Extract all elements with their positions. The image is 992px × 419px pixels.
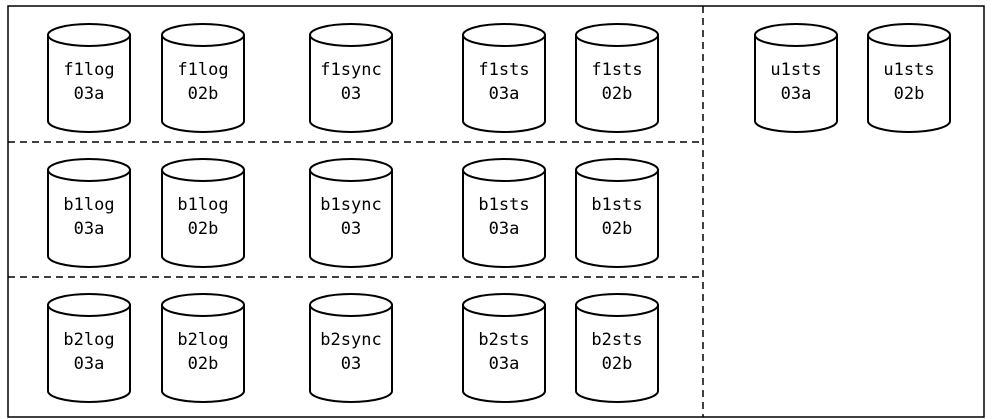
volume-suffix: 03a: [74, 84, 105, 104]
cylinder-top: [309, 158, 393, 182]
volume-suffix: 02b: [602, 354, 633, 374]
volume-cylinder-b2-3: b2sts 03a: [462, 293, 546, 403]
volume-cylinder-b1-4: b1sts 02b: [575, 158, 659, 268]
cylinder-top: [462, 158, 546, 182]
cylinder-body: [575, 304, 659, 403]
volume-cylinder-b2-4: b2sts 02b: [575, 293, 659, 403]
cylinder-body: [161, 169, 245, 268]
volume-suffix: 03a: [489, 84, 520, 104]
volume-name: b2log: [177, 330, 228, 350]
volume-name: b1log: [177, 195, 228, 215]
volume-name: u1sts: [883, 60, 934, 80]
cylinder-body: [47, 34, 131, 133]
volume-suffix: 02b: [602, 219, 633, 239]
volume-suffix: 02b: [894, 84, 925, 104]
volume-name: b2sts: [591, 330, 642, 350]
volume-cylinder-b2-2: b2sync 03: [309, 293, 393, 403]
cylinder-body: [47, 169, 131, 268]
cylinder-top: [575, 158, 659, 182]
cylinder-top: [575, 23, 659, 47]
volume-cylinder-b1-1: b1log 02b: [161, 158, 245, 268]
volume-name: b1sts: [478, 195, 529, 215]
volume-name: f1sync: [320, 60, 381, 80]
cylinder-top: [462, 293, 546, 317]
cylinder-body: [47, 304, 131, 403]
volume-name: f1sts: [591, 60, 642, 80]
cylinder-top: [161, 23, 245, 47]
volume-name: b1log: [63, 195, 114, 215]
volume-suffix: 03a: [489, 354, 520, 374]
diagram-frame: [7, 5, 985, 418]
cylinder-body: [462, 34, 546, 133]
volume-cylinder-u1-0: u1sts 03a: [754, 23, 838, 133]
cylinder-body: [754, 34, 838, 133]
volume-suffix: 03a: [781, 84, 812, 104]
volume-suffix: 02b: [188, 84, 219, 104]
cylinder-top: [867, 23, 951, 47]
cylinder-body: [575, 34, 659, 133]
volume-cylinder-f1-4: f1sts 02b: [575, 23, 659, 133]
cylinder-top: [47, 23, 131, 47]
cylinder-body: [309, 34, 393, 133]
cylinder-body: [161, 304, 245, 403]
volume-cylinder-b1-0: b1log 03a: [47, 158, 131, 268]
cylinder-top: [47, 158, 131, 182]
cylinder-top: [309, 23, 393, 47]
volume-suffix: 03: [341, 219, 361, 239]
cylinder-top: [462, 23, 546, 47]
volume-name: f1sts: [478, 60, 529, 80]
cylinder-top: [309, 293, 393, 317]
cylinder-body: [575, 169, 659, 268]
cylinder-top: [575, 293, 659, 317]
cylinder-body: [867, 34, 951, 133]
volume-cylinder-u1-1: u1sts 02b: [867, 23, 951, 133]
volume-name: b1sts: [591, 195, 642, 215]
volume-cylinder-b2-0: b2log 03a: [47, 293, 131, 403]
cylinder-top: [161, 293, 245, 317]
cylinder-body: [309, 304, 393, 403]
volume-cylinder-f1-0: f1log 03a: [47, 23, 131, 133]
cylinder-top: [47, 293, 131, 317]
volume-suffix: 03: [341, 84, 361, 104]
volume-cylinder-b1-3: b1sts 03a: [462, 158, 546, 268]
volume-name: b1sync: [320, 195, 381, 215]
volume-suffix: 03: [341, 354, 361, 374]
volume-suffix: 03a: [74, 219, 105, 239]
cylinder-body: [462, 304, 546, 403]
cylinder-top: [161, 158, 245, 182]
cylinder-top: [754, 23, 838, 47]
volume-name: b2sync: [320, 330, 381, 350]
volume-suffix: 02b: [602, 84, 633, 104]
cylinder-body: [462, 169, 546, 268]
volume-cylinder-f1-2: f1sync 03: [309, 23, 393, 133]
volume-cylinder-b1-2: b1sync 03: [309, 158, 393, 268]
volume-cylinder-f1-1: f1log 02b: [161, 23, 245, 133]
volume-name: b2sts: [478, 330, 529, 350]
volume-name: b2log: [63, 330, 114, 350]
volume-suffix: 03a: [489, 219, 520, 239]
cylinder-body: [161, 34, 245, 133]
volume-cylinder-b2-1: b2log 02b: [161, 293, 245, 403]
volume-name: f1log: [177, 60, 228, 80]
volume-name: u1sts: [770, 60, 821, 80]
volume-suffix: 02b: [188, 354, 219, 374]
volume-suffix: 03a: [74, 354, 105, 374]
volume-name: f1log: [63, 60, 114, 80]
cylinder-body: [309, 169, 393, 268]
volume-suffix: 02b: [188, 219, 219, 239]
volume-cylinders: f1log 03a f1log 02b f1sync 03 f1sts 03a f1sts 02b…: [47, 23, 951, 403]
volume-cylinder-f1-3: f1sts 03a: [462, 23, 546, 133]
